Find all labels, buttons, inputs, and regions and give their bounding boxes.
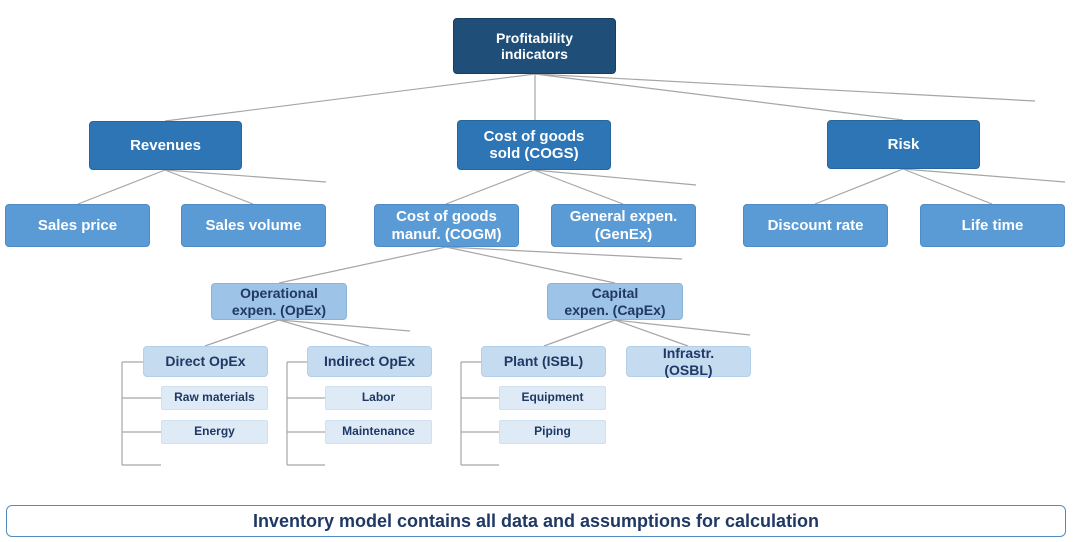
node-life-time: Life time <box>920 204 1065 247</box>
item-equipment: Equipment <box>499 386 606 410</box>
item-piping: Piping <box>499 420 606 444</box>
node-discount-rate: Discount rate <box>743 204 888 247</box>
node-cogs: Cost of goods sold (COGS) <box>457 120 611 170</box>
node-revenues: Revenues <box>89 121 242 170</box>
item-maintenance: Maintenance <box>325 420 432 444</box>
item-raw-materials: Raw materials <box>161 386 268 410</box>
node-plant-isbl: Plant (ISBL) <box>481 346 606 377</box>
node-capex: Capital expen. (CapEx) <box>547 283 683 320</box>
node-sales-volume: Sales volume <box>181 204 326 247</box>
node-risk: Risk <box>827 120 980 169</box>
node-opex: Operational expen. (OpEx) <box>211 283 347 320</box>
node-genex: General expen. (GenEx) <box>551 204 696 247</box>
node-sales-price: Sales price <box>5 204 150 247</box>
inventory-model-banner: Inventory model contains all data and as… <box>6 505 1066 537</box>
node-direct-opex: Direct OpEx <box>143 346 268 377</box>
node-profitability-indicators: Profitability indicators <box>453 18 616 74</box>
node-indirect-opex: Indirect OpEx <box>307 346 432 377</box>
item-energy: Energy <box>161 420 268 444</box>
item-labor: Labor <box>325 386 432 410</box>
node-cogm: Cost of goods manuf. (COGM) <box>374 204 519 247</box>
node-infrastr-osbl: Infrastr. (OSBL) <box>626 345 751 378</box>
